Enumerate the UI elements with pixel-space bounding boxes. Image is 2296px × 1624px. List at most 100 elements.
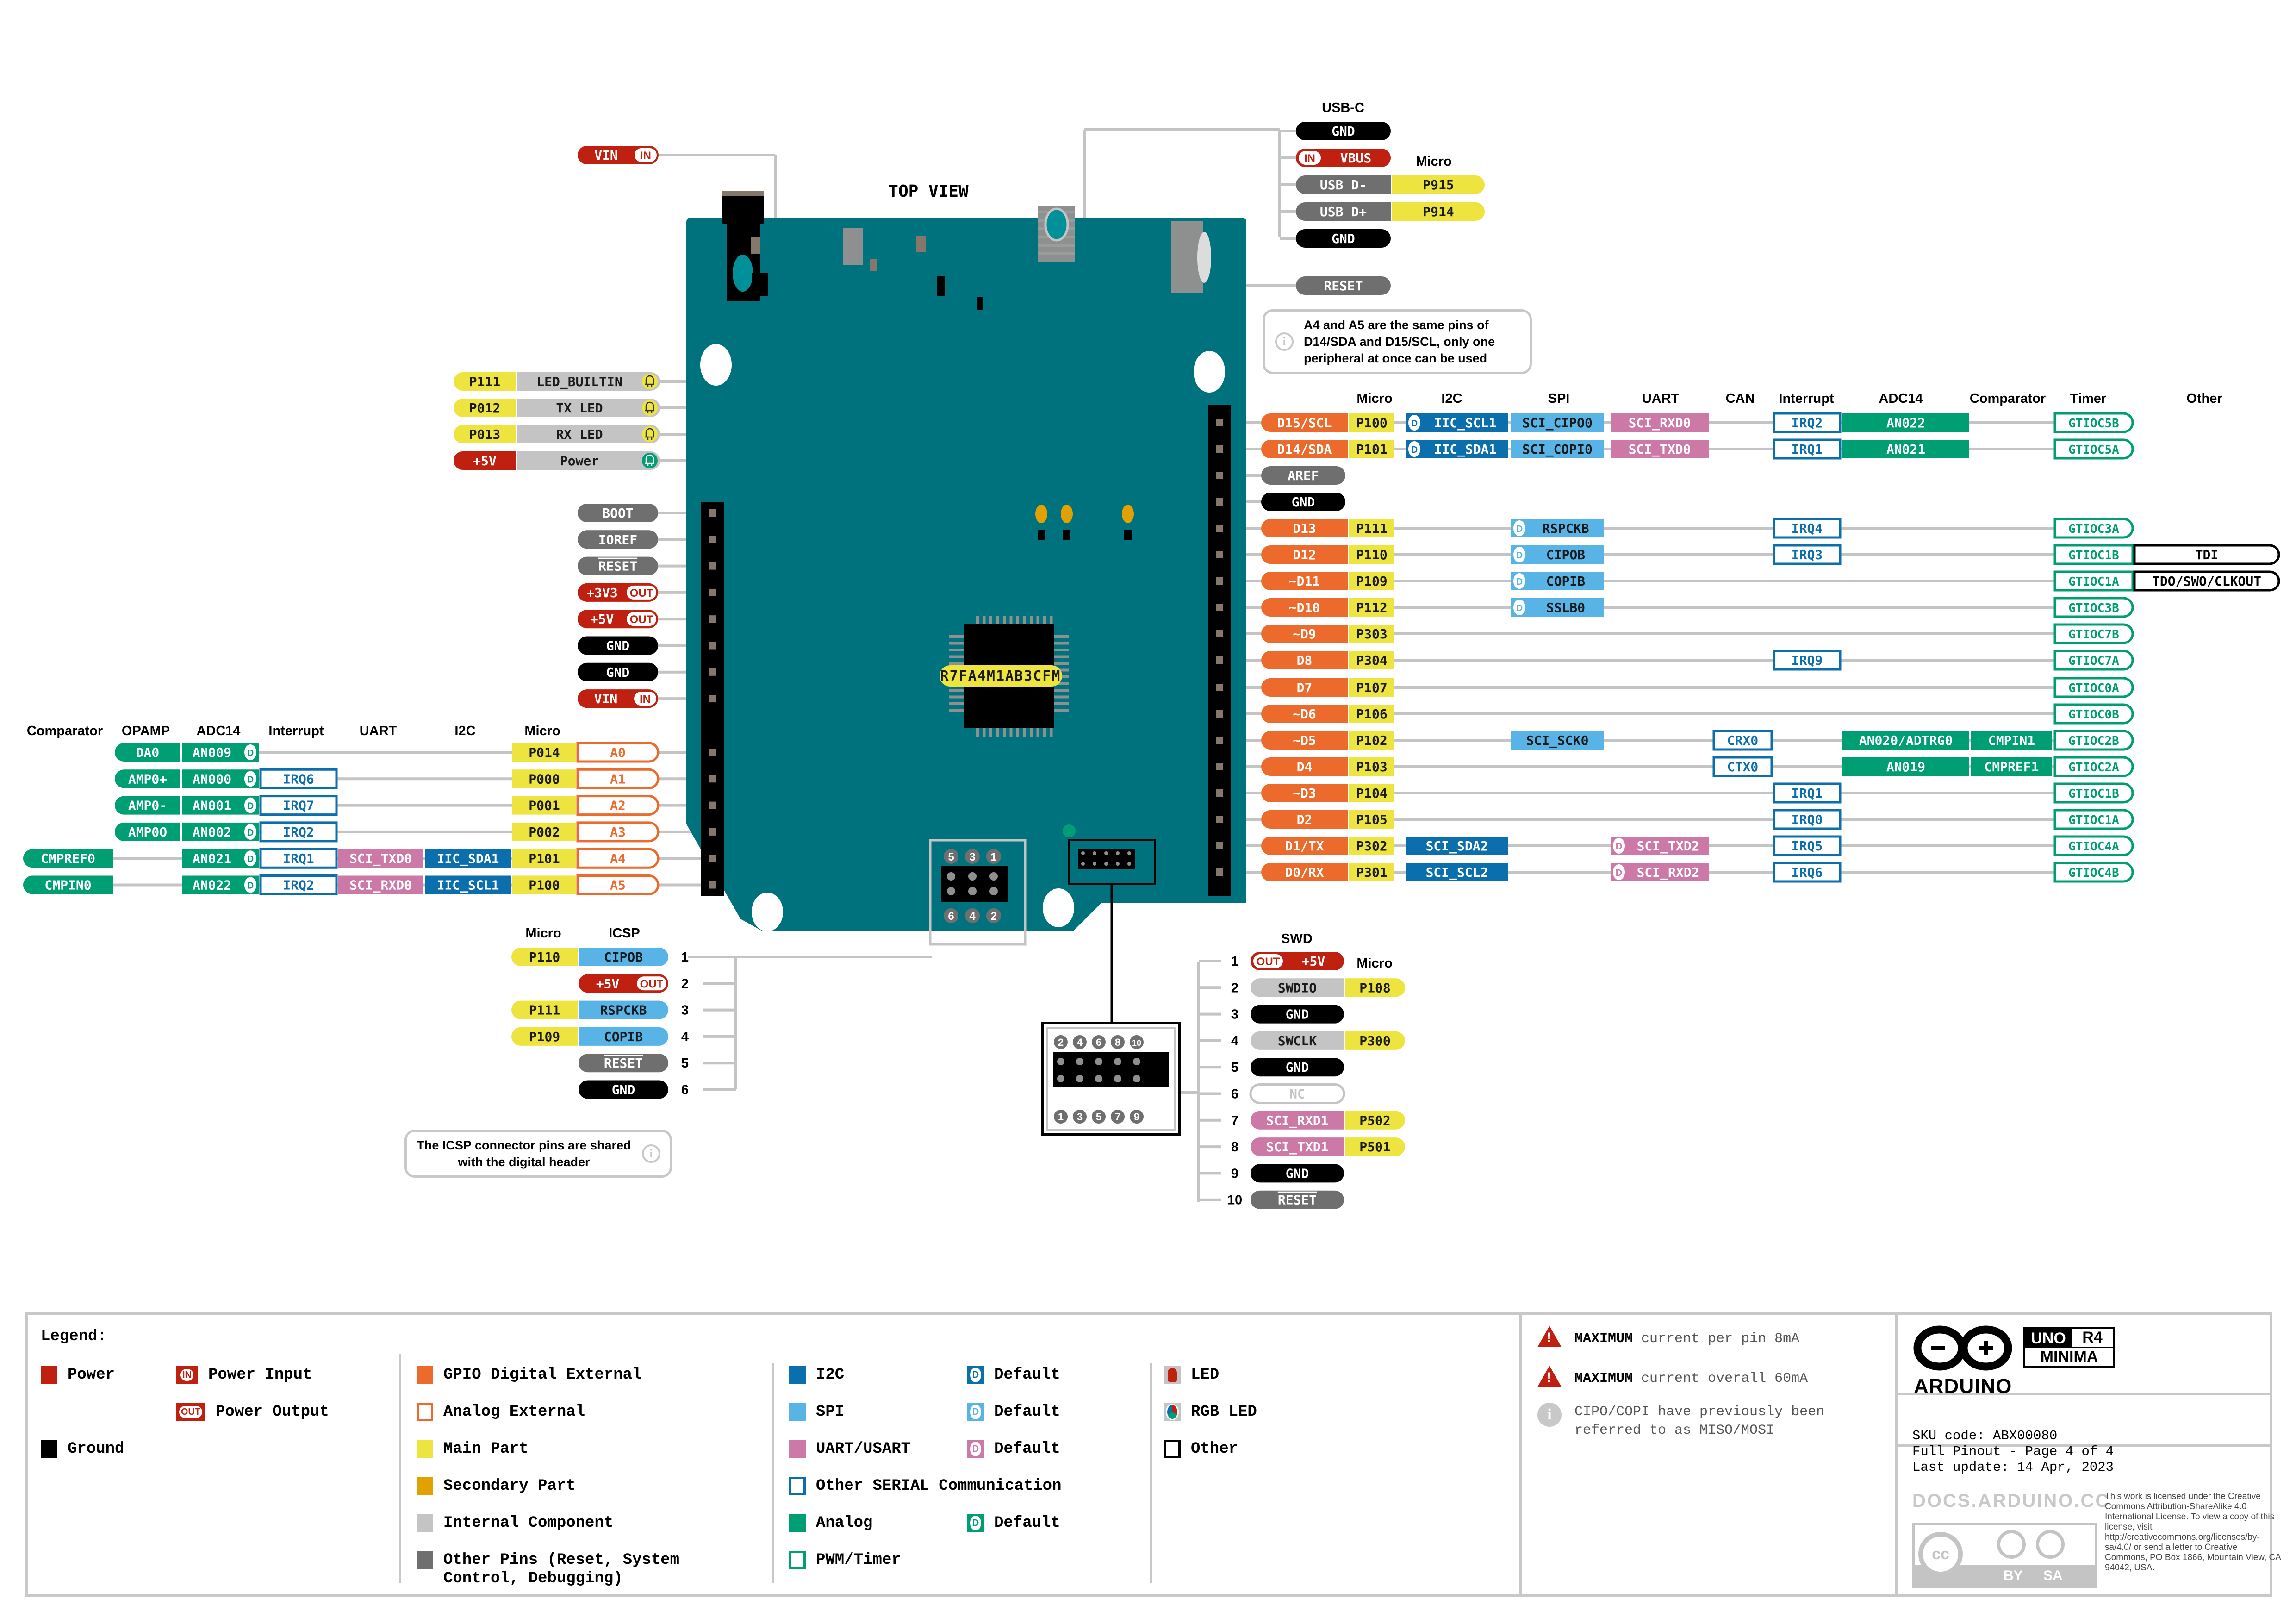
label-bg [1971,757,2052,776]
label-bg [2133,544,2280,565]
led-micro-pin: P013 [454,425,516,443]
adc-function: AN021 [1842,440,1969,458]
power-header-pin: GND [578,662,658,681]
svg-text:1: 1 [990,851,996,863]
default-uart-icon: D [967,1440,984,1458]
label-text: P002 [529,824,560,840]
default-analog-icon: D [967,1514,984,1532]
power-header-pin: IOREF [578,530,658,549]
column-header: CAN [1726,391,1755,406]
header-pin [709,615,716,623]
opamp-function: AMP0- [115,796,180,815]
header-pin [1216,525,1223,532]
column-header: Micro [1356,956,1392,971]
label-text: ~D5 [1293,733,1316,748]
comparator-function: CMPIN0 [23,875,113,894]
label-bg [259,795,338,816]
power-input-icon: IN [176,1366,198,1384]
column-header: ADC14 [1879,391,1923,406]
board-badge: UNO R4 MINIMA [2023,1327,2115,1368]
label-bg [259,821,338,843]
label-text: GTIOC5A [2068,443,2119,457]
micro-pin: P300 [1345,1031,1405,1050]
micro-pin: P303 [1349,625,1394,643]
interrupt-function: IRQ1 [1773,782,1842,804]
header-pin [1216,737,1223,744]
adc-function: AN022 [1842,413,1969,432]
label-bg [579,1027,669,1046]
svg-text:10: 10 [1132,1038,1141,1048]
other-pins-swatch-icon [417,1551,433,1569]
label-bg [454,399,516,417]
interrupt-function: IRQ4 [1773,518,1842,539]
legend-title: Legend: [41,1328,107,1345]
icsp-pin: GND [579,1080,669,1099]
component [937,276,945,296]
label-bg [115,822,180,841]
label-text: IRQ9 [1792,653,1823,668]
micro-pin: P103 [1349,757,1394,776]
led-icon [642,453,658,468]
default-icon [244,877,256,893]
reset-button[interactable] [1197,232,1211,283]
column-header: Micro [524,724,560,738]
label-bg [517,451,660,470]
label-bg [576,795,660,816]
label-text: COPIB [1546,574,1585,589]
docs-link[interactable]: DOCS.ARDUINO.CC [1912,1491,2110,1511]
legend-divider [1895,1312,1898,1597]
default-icon [1613,838,1625,854]
legend-led: LED [1164,1366,1219,1384]
label-bg [1349,519,1394,537]
icsp-callout-text: The ICSP connector pins are shared with … [417,1138,631,1169]
label-text: A0 [610,745,626,760]
legend-divider [1895,1393,2272,1395]
label-bg [1251,1111,1344,1130]
label-bg [511,948,578,966]
icsp-pin: OUT+5V [579,974,669,993]
label-bg [454,372,516,391]
header-pin [709,881,716,889]
label-text: P001 [529,798,560,813]
icsp-pin-number-icon [944,908,958,923]
label-bg [576,742,660,763]
label-bg [1511,519,1604,537]
label-bg [1261,731,1348,750]
header-pin [1216,445,1223,453]
label-bg [1511,545,1604,564]
svg-text:4: 4 [969,910,976,923]
header-pin [709,509,716,517]
label-bg [1392,202,1485,221]
label-bg [511,1000,578,1019]
label-bg [1261,810,1348,829]
label-bg [338,849,423,868]
legend-power: Power [41,1366,115,1384]
label-bg [1349,440,1394,458]
label-text: GTIOC2B [2068,734,2119,748]
label-bg [1511,731,1604,750]
legend-rgb-led: RGB LED [1164,1403,1257,1421]
icsp-pin: RESET [579,1054,669,1073]
label-text: Power [560,453,599,468]
label-bg [2053,782,2134,804]
note-max-pin-current: MAXIMUM current per pin 8mA [1537,1326,1799,1348]
legend-power-output: OUT Power Output [176,1403,329,1421]
adc-function: AN020/ADTRG0 [1842,731,1969,750]
component [843,228,863,265]
power-output-icon: OUT [176,1403,205,1421]
interrupt-function: IRQ2 [259,821,338,843]
label-text: IRQ4 [1792,521,1823,536]
icsp-pin: RSPCKB [579,1000,669,1019]
label-bg [579,1080,669,1099]
label-bg [1261,519,1348,537]
timer-function: GTIOC1B [2053,544,2134,565]
label-text: IRQ6 [1792,865,1823,880]
label-bg [576,821,660,843]
column-header: I2C [1441,391,1462,406]
legend-ground: Ground [41,1440,124,1458]
swd-pin-number-icon [1073,1035,1087,1049]
